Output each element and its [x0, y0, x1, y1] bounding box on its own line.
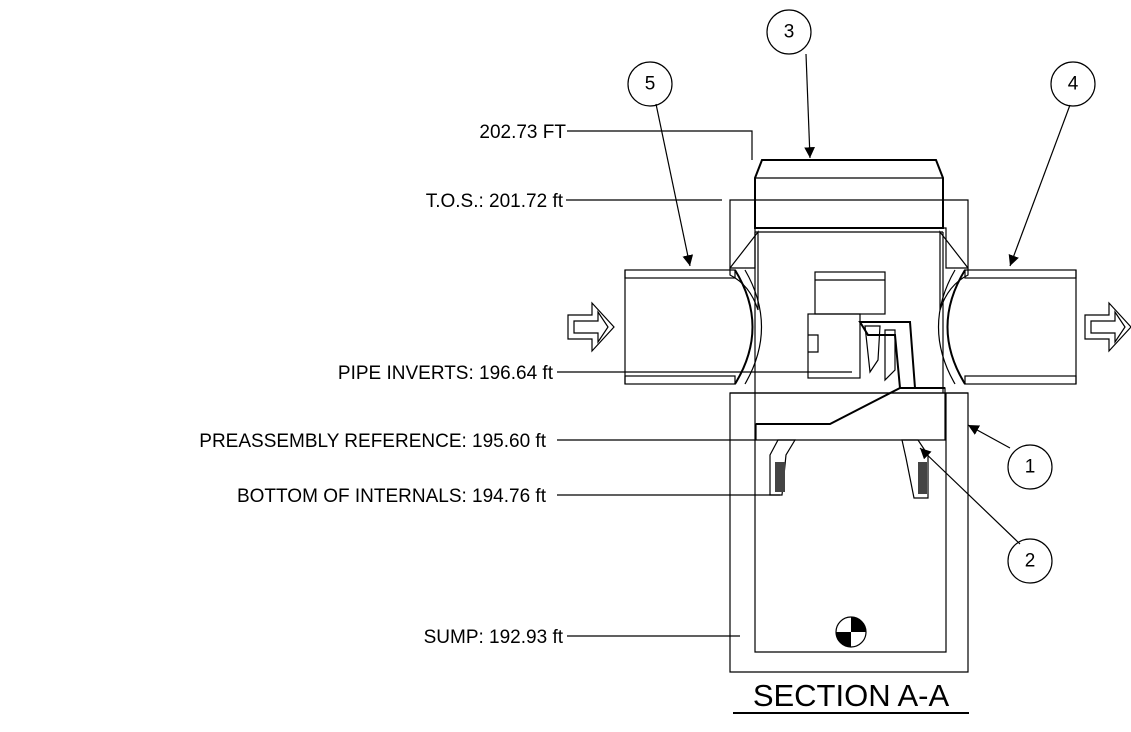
callout-leaders — [655, 53, 1071, 545]
label-preassembly-reference: PREASSEMBLY REFERENCE: 195.60 ft — [199, 431, 546, 452]
callout-bubble-2: 2 — [1007, 538, 1053, 584]
callout-bubble-3: 3 — [766, 9, 812, 55]
callout-4-text: 4 — [1068, 74, 1079, 95]
elevation-leaders — [557, 130, 852, 637]
internals — [755, 271, 946, 499]
callout-bubble-5: 5 — [627, 61, 673, 107]
section-title: SECTION A-A — [753, 678, 950, 713]
callout-bubble-4: 4 — [1050, 61, 1096, 107]
datum-symbol — [835, 616, 867, 648]
lower-body — [729, 392, 969, 673]
callout-2-text: 2 — [1025, 551, 1036, 572]
callout-3-text: 3 — [784, 22, 795, 43]
callout-bubble-1: 1 — [1007, 444, 1053, 490]
riser-collar — [729, 199, 969, 311]
label-top-elevation: 202.73 FT — [479, 122, 566, 143]
label-tos: T.O.S.: 201.72 ft — [426, 191, 564, 212]
callout-5-text: 5 — [645, 74, 656, 95]
label-pipe-inverts: PIPE INVERTS: 196.64 ft — [338, 363, 554, 384]
cover — [754, 159, 944, 393]
inlet-flow-arrow — [567, 301, 615, 353]
outlet-pipe — [937, 269, 1077, 385]
label-bottom-of-internals: BOTTOM OF INTERNALS: 194.76 ft — [237, 486, 547, 507]
label-sump: SUMP: 192.93 ft — [424, 627, 564, 648]
outlet-flow-arrow — [1084, 301, 1131, 353]
callout-1-text: 1 — [1025, 457, 1036, 478]
inlet-pipe — [624, 269, 763, 385]
